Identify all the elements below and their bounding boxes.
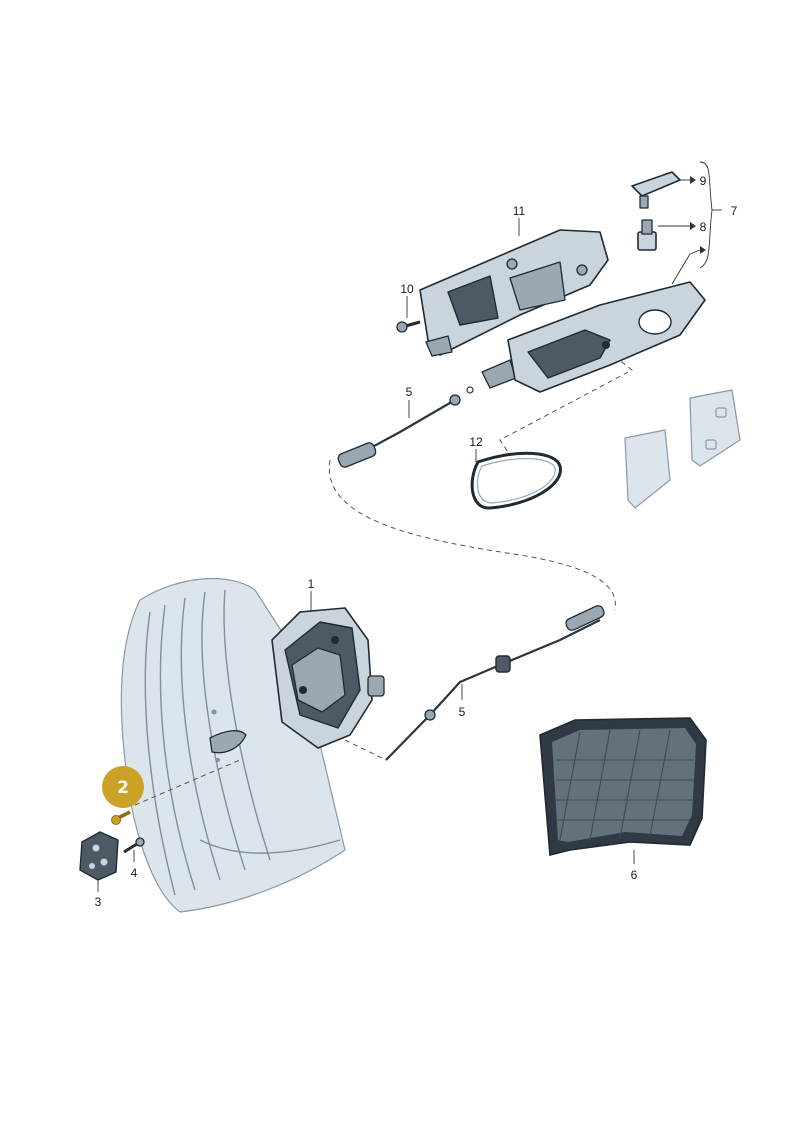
callout-3: 3: [95, 880, 102, 909]
lock-switch-variants: [624, 389, 741, 509]
highlighted-screw: [111, 810, 131, 825]
callout-8: 8: [658, 220, 707, 234]
striker-bolt: [123, 837, 145, 854]
release-cable-lower: [385, 605, 605, 761]
highlighted-part-badge: 2: [102, 766, 144, 808]
svg-text:12: 12: [469, 435, 483, 449]
callout-7: 7: [699, 161, 738, 269]
svg-text:10: 10: [400, 282, 414, 296]
callout-11: 11: [513, 204, 526, 236]
callout-5-lower: 5: [459, 684, 466, 719]
svg-text:5: 5: [459, 705, 466, 719]
svg-text:6: 6: [631, 868, 638, 882]
inner-handle-trim: [507, 281, 706, 393]
svg-text:9: 9: [700, 174, 707, 188]
handle-button: [637, 219, 657, 251]
housing-screw: [396, 320, 421, 333]
door-lock-unit: [271, 607, 385, 749]
svg-text:7: 7: [731, 204, 738, 218]
svg-text:2: 2: [117, 778, 129, 798]
callout-5-upper: 5: [406, 385, 413, 418]
svg-text:4: 4: [131, 866, 138, 880]
handle-seal: [470, 451, 562, 510]
svg-text:11: 11: [513, 204, 526, 218]
svg-text:3: 3: [95, 895, 102, 909]
callout-12: 12: [469, 435, 483, 462]
striker-plate: [79, 831, 119, 881]
inner-handle-housing: [419, 229, 609, 389]
svg-text:8: 8: [700, 220, 707, 234]
svg-text:1: 1: [308, 577, 315, 591]
callout-4: 4: [131, 850, 138, 880]
handle-lever-cap: [631, 171, 681, 209]
door-cover-panel: [539, 717, 707, 857]
callout-9: 9: [680, 174, 707, 188]
svg-text:5: 5: [406, 385, 413, 399]
callout-1: 1: [308, 577, 315, 612]
callout-10: 10: [400, 282, 414, 318]
callout-6: 6: [631, 850, 638, 882]
release-cable-upper: [337, 386, 474, 468]
